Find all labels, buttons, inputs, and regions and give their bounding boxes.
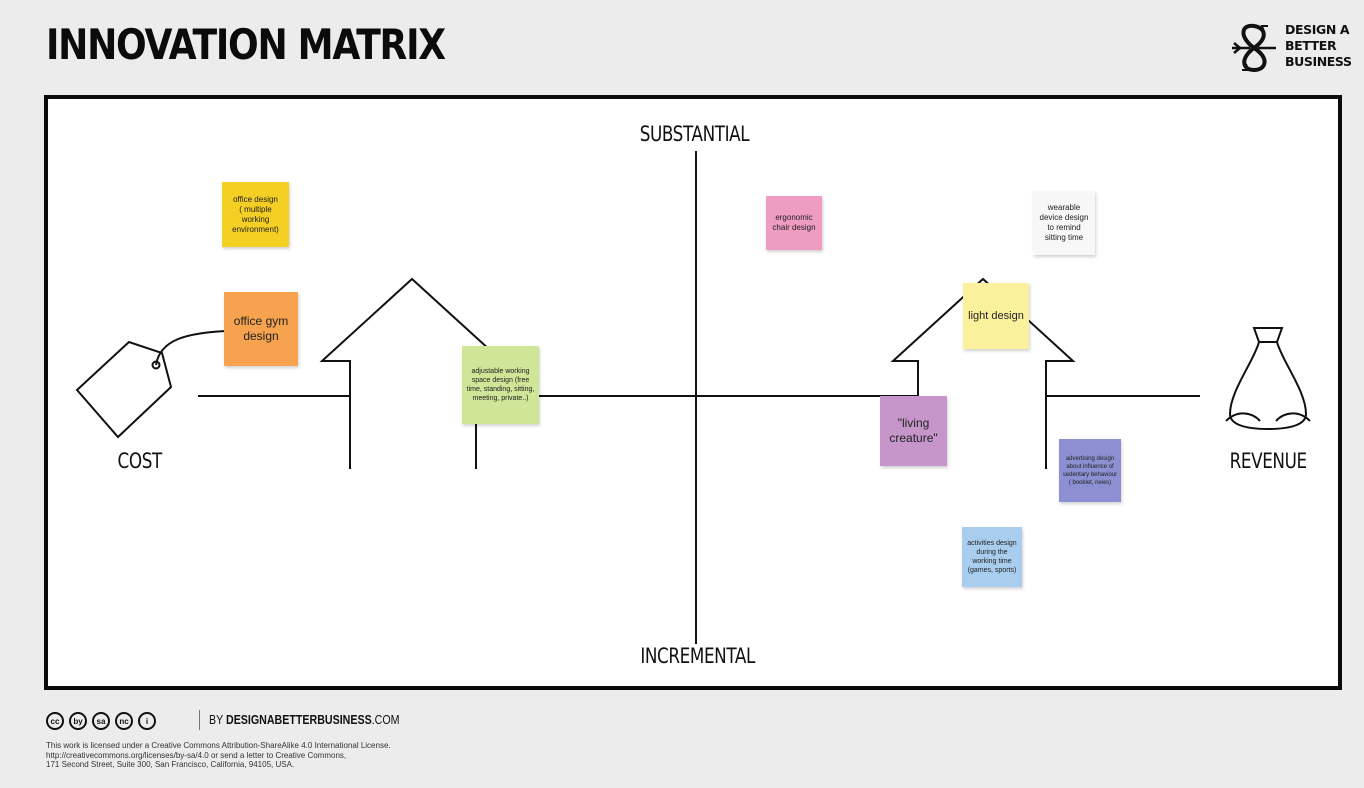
designabetterbusiness-link[interactable]: BY DESIGNABETTERBUSINESS.COM bbox=[209, 712, 400, 727]
sticky-note-advertising-design[interactable]: advertising design about influence of se… bbox=[1059, 439, 1121, 502]
by-brand: DESIGNABETTERBUSINESS bbox=[225, 712, 372, 727]
sticky-note-text: activities design during the working tim… bbox=[967, 540, 1017, 574]
by-suffix: .COM bbox=[371, 712, 400, 727]
sticky-note-light-design[interactable]: light design bbox=[963, 283, 1029, 349]
cc-by-icon[interactable]: by bbox=[69, 712, 87, 730]
money-bag-icon bbox=[1225, 327, 1311, 431]
axis-label-substantial: SUBSTANTIAL bbox=[639, 122, 750, 146]
sticky-note-ergonomic-chair[interactable]: ergonomic chair design bbox=[766, 196, 822, 250]
sticky-note-text: adjustable working space design (free ti… bbox=[466, 368, 535, 402]
cc-icon[interactable]: cc bbox=[46, 712, 64, 730]
axis-label-cost: COST bbox=[117, 449, 163, 473]
sticky-note-text: ergonomic chair design bbox=[772, 213, 816, 232]
matrix-board: SUBSTANTIAL INCREMENTAL COST REVENUE off… bbox=[44, 95, 1342, 690]
cc-nc-icon[interactable]: nc bbox=[115, 712, 133, 730]
cc-license-icons: cc by sa nc i bbox=[46, 710, 156, 732]
sticky-note-text: office design ( multiple working environ… bbox=[232, 194, 279, 234]
infinity-arrow-icon bbox=[1232, 23, 1276, 73]
sticky-note-activities-design[interactable]: activities design during the working tim… bbox=[962, 527, 1022, 587]
sticky-note-text: wearable device design to remind sitting… bbox=[1039, 203, 1089, 242]
sticky-note-text: office gym design bbox=[233, 314, 289, 343]
logo-line-1: DESIGN A bbox=[1285, 22, 1350, 37]
sticky-note-wearable-device[interactable]: wearable device design to remind sitting… bbox=[1033, 191, 1095, 255]
axis-label-revenue: REVENUE bbox=[1229, 449, 1307, 473]
brand-logo: DESIGN A BETTER BUSINESS bbox=[1228, 18, 1352, 78]
logo-line-2: BETTER bbox=[1285, 38, 1337, 53]
matrix-drawing bbox=[75, 151, 1311, 644]
axis-label-incremental: INCREMENTAL bbox=[640, 644, 755, 668]
revenue-arrow bbox=[890, 277, 1076, 469]
footer-divider bbox=[199, 710, 200, 730]
page-title: INNOVATION MATRIX bbox=[46, 20, 446, 69]
sticky-note-office-gym[interactable]: office gym design bbox=[224, 292, 298, 366]
sticky-note-adjustable-space[interactable]: adjustable working space design (free ti… bbox=[462, 346, 539, 424]
cc-info-icon[interactable]: i bbox=[138, 712, 156, 730]
price-tag-icon bbox=[75, 330, 227, 439]
cc-sa-icon[interactable]: sa bbox=[92, 712, 110, 730]
logo-text: DESIGN A BETTER BUSINESS bbox=[1285, 22, 1352, 70]
sticky-note-text: "living creature" bbox=[889, 416, 938, 445]
sticky-note-living-creature[interactable]: "living creature" bbox=[880, 396, 947, 466]
by-prefix: BY bbox=[209, 712, 226, 727]
sticky-note-office-design[interactable]: office design ( multiple working environ… bbox=[222, 182, 289, 247]
sticky-note-text: light design bbox=[968, 310, 1024, 322]
logo-line-3: BUSINESS bbox=[1285, 54, 1352, 69]
sticky-note-text: advertising design about influence of se… bbox=[1062, 455, 1118, 486]
license-text: This work is licensed under a Creative C… bbox=[46, 741, 391, 770]
